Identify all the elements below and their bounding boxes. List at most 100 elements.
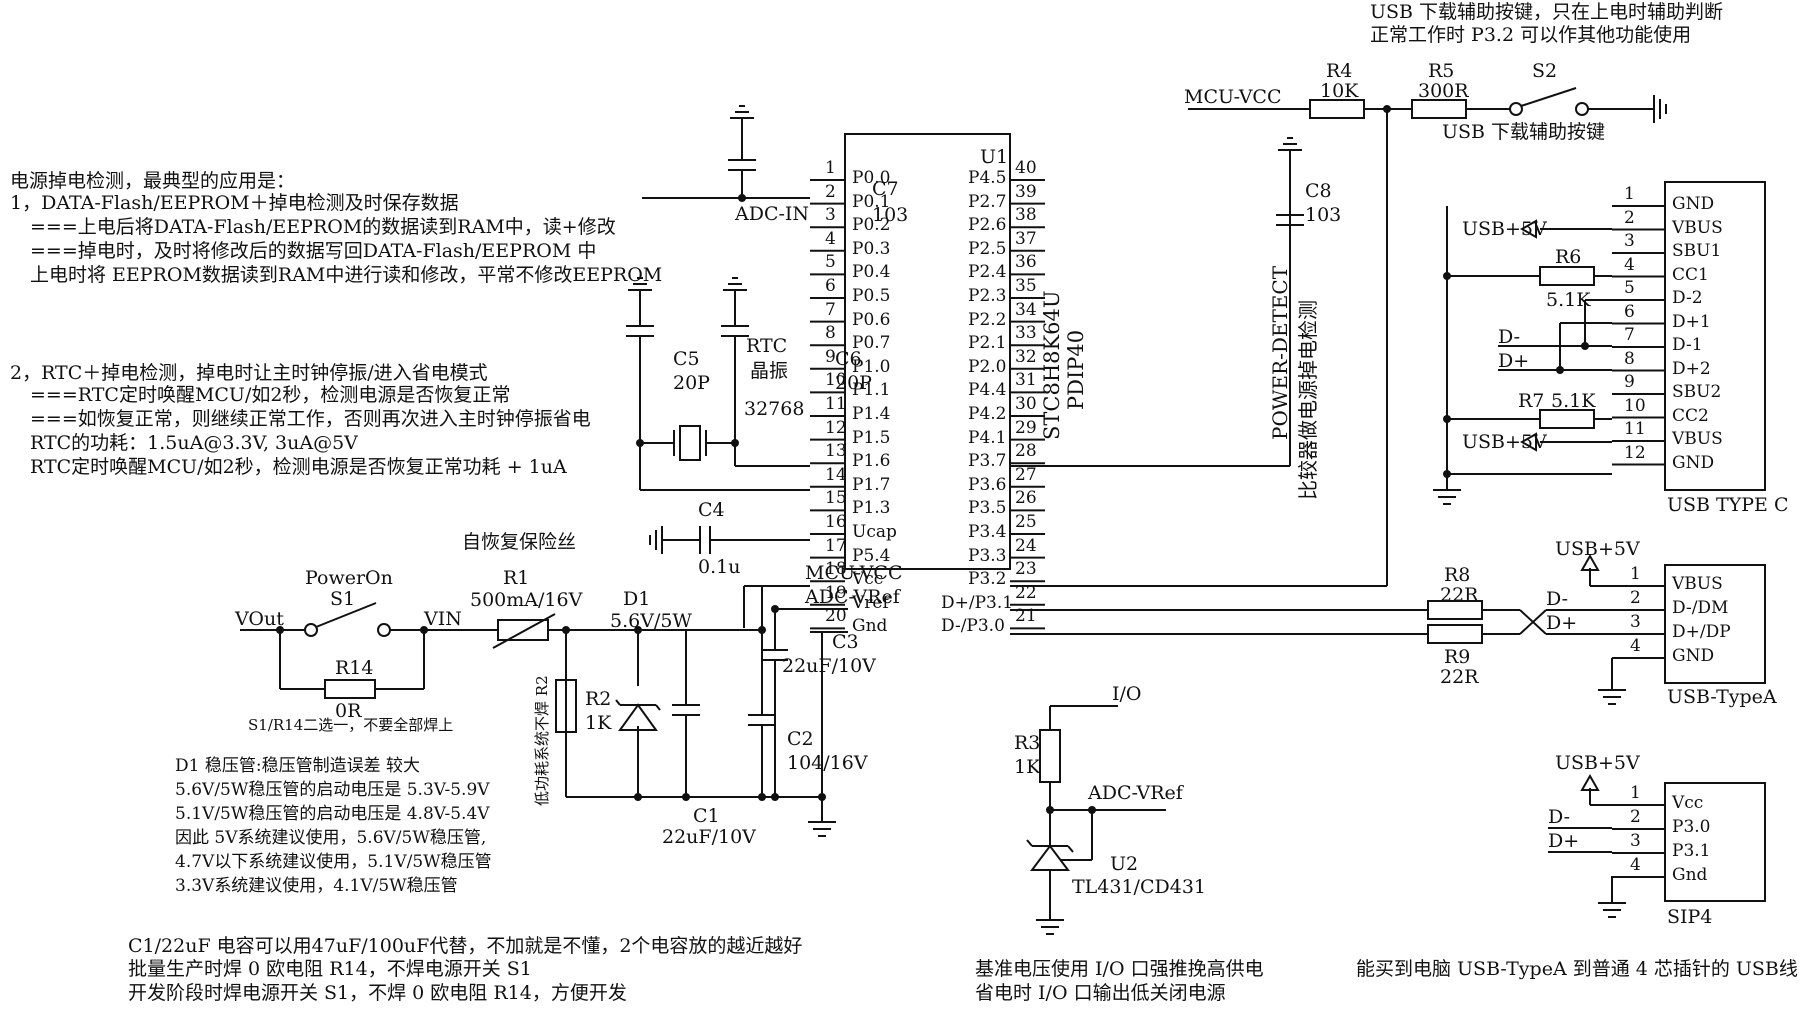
c5-value: 20P <box>673 372 710 394</box>
r3-ref: R3 <box>1014 732 1041 754</box>
mcu-pin-number: 17 <box>825 535 847 556</box>
note-pl2: 2，RTC＋掉电检测，掉电时让主时钟停振/进入省电模式 <box>10 362 488 384</box>
mcu-pin-number: 29 <box>1015 417 1037 438</box>
note-d1-1: D1 稳压管:稳压管制造误差 较大 <box>175 756 420 776</box>
usb-typec-body <box>1664 181 1766 491</box>
mcu-pin-number: 24 <box>1015 535 1037 556</box>
c7-value: 103 <box>872 204 909 226</box>
usb-typec-pin-name: VBUS <box>1672 429 1723 449</box>
note-d1-5: 4.7V以下系统建议使用，5.1V/5W稳压管 <box>175 852 492 872</box>
sip4-title: SIP4 <box>1667 906 1713 928</box>
mcu-pin-name: P0.3 <box>852 238 891 259</box>
c2-value: 104/16V <box>787 752 868 774</box>
mcu-pin-name: P3.7 <box>968 451 1007 472</box>
junction-dot <box>758 626 766 634</box>
mcu-pin-name: P2.1 <box>968 333 1007 354</box>
mcu-pin-number: 5 <box>825 252 836 273</box>
c6-ref: C6 <box>835 348 862 370</box>
net-usb5v-c: USB+5V <box>1555 538 1640 560</box>
usb-typec-pin-number: 5 <box>1624 278 1635 298</box>
power-detect-line <box>1010 137 1304 467</box>
usb-typea-body <box>1664 564 1766 684</box>
c3-ref: C3 <box>832 631 859 653</box>
d1-ref: D1 <box>623 588 651 610</box>
c3-value: 22uF/10V <box>782 655 876 677</box>
net-adc-vref-2: ADC-VRef <box>1088 782 1183 804</box>
note-pl2d: RTC定时唤醒MCU/如2秒，检测电源是否恢复正常功耗 + 1uA <box>30 456 567 478</box>
d1-value: 5.6V/5W <box>610 610 692 632</box>
junction-dot <box>1046 806 1054 814</box>
mcu-pin-name: Ucap <box>852 522 897 542</box>
mcu-pin-number: 27 <box>1015 464 1037 485</box>
usb-typec-pin-number: 9 <box>1624 372 1635 392</box>
junction-dot <box>1383 105 1391 113</box>
sip4-pin-lines <box>1612 804 1665 878</box>
c4-ucap <box>649 526 810 554</box>
mcu-pin-name: P1.7 <box>852 474 891 495</box>
c1-value: 22uF/10V <box>662 826 756 848</box>
usb-typec-pin-name: VBUS <box>1672 217 1723 238</box>
c4-ref: C4 <box>698 499 725 521</box>
net-usb5v-d: USB+5V <box>1555 752 1640 774</box>
mcu-pin-lines <box>810 179 1045 630</box>
mcu-pin-name: P4.2 <box>968 404 1007 424</box>
c2-ref: C2 <box>787 728 814 750</box>
note-pl2c: RTC的功耗：1.5uA@3.3V, 3uA@5V <box>30 432 358 454</box>
mcu-pin-number: 2 <box>825 181 836 202</box>
note-usb-key-1: USB 下载辅助按键，只在上电时辅助判断 <box>1370 1 1724 23</box>
usb-typec-pin-name: D-2 <box>1672 288 1703 308</box>
mcu-pin-number: 18 <box>825 559 847 580</box>
mcu-pin-name: P2.6 <box>968 215 1007 236</box>
note-pl1: 1，DATA-Flash/EEPROM＋掉电检测及时保存数据 <box>10 192 459 214</box>
usb-typec-pin-name: SBU1 <box>1672 241 1722 261</box>
mcu-pin-name: P1.1 <box>852 380 891 401</box>
usb-typea-wiring <box>1580 553 1626 705</box>
tl431-circuit <box>1026 705 1166 935</box>
c7-ref: C7 <box>872 178 899 200</box>
note-d1-4: 因此 5V系统建议使用，5.6V/5W稳压管, <box>175 828 487 848</box>
mcu-pin-name: P2.4 <box>968 262 1007 283</box>
r4-ref: R4 <box>1326 60 1353 82</box>
note-c1-1: C1/22uF 电容可以用47uF/100uF代替，不加就是不懂，2个电容放的越… <box>128 935 803 957</box>
mcu-pin-name: P0.7 <box>852 333 891 354</box>
junction-dot <box>1443 470 1451 478</box>
power-input <box>240 586 822 798</box>
usb-typea-pin-number: 1 <box>1630 564 1641 584</box>
net-adc-vref: ADC-VRef <box>805 586 900 608</box>
usb-typec-pin-name: D+2 <box>1672 358 1711 379</box>
r6-value: 5.1K <box>1546 289 1591 311</box>
junction-dot <box>738 194 746 202</box>
mcu-pin-number: 30 <box>1015 394 1037 414</box>
poweron-label: PowerOn <box>305 567 393 589</box>
r14-ref: R14 <box>335 657 374 679</box>
usb-typec-pin-number: 2 <box>1624 207 1635 228</box>
mcu-pin-name: Vcc <box>852 569 884 590</box>
mcu-pin-name: P3.3 <box>968 545 1007 566</box>
junction-dot <box>420 626 428 634</box>
mcu-pin-number: 12 <box>825 417 847 438</box>
s1-ref: S1 <box>330 588 356 610</box>
net-mcu-vcc: MCU-VCC <box>805 562 903 584</box>
usb-typec-pin-number: 10 <box>1624 395 1646 416</box>
usb-typec-pin-name: D+1 <box>1672 311 1711 332</box>
usb-typea-pin-lines <box>1612 585 1665 659</box>
c1-ref: C1 <box>693 805 720 827</box>
c7-capacitor <box>642 130 810 199</box>
mcu-pin-name: D+/P3.1 <box>941 592 1014 613</box>
junction-dot <box>562 626 570 634</box>
c8-value: 103 <box>1305 204 1342 226</box>
mcu-pin-number: 25 <box>1015 512 1037 532</box>
note-d1-6: 3.3V系统建议使用，4.1V/5W稳压管 <box>175 876 458 896</box>
mcu-pin-name: P0.5 <box>852 286 891 306</box>
mcu-pin-number: 1 <box>825 158 836 178</box>
mcu-pin-name: P1.4 <box>852 404 891 424</box>
note-c1-2: 批量生产时焊 0 欧电阻 R14，不焊电源开关 S1 <box>128 958 532 980</box>
usb-typec-wiring <box>1433 206 1612 505</box>
junction-dot <box>818 793 826 801</box>
mcu-pin-name: P0.1 <box>852 191 891 212</box>
usb-typea-pin-name: VBUS <box>1672 574 1723 594</box>
u2-value: TL431/CD431 <box>1072 876 1206 898</box>
note-pl1a: ===上电后将DATA-Flash/EEPROM的数据读到RAM中，读+修改 <box>30 216 616 238</box>
xtal-value: 32768 <box>744 398 805 420</box>
usb-typec-pin-name: D-1 <box>1672 335 1703 355</box>
